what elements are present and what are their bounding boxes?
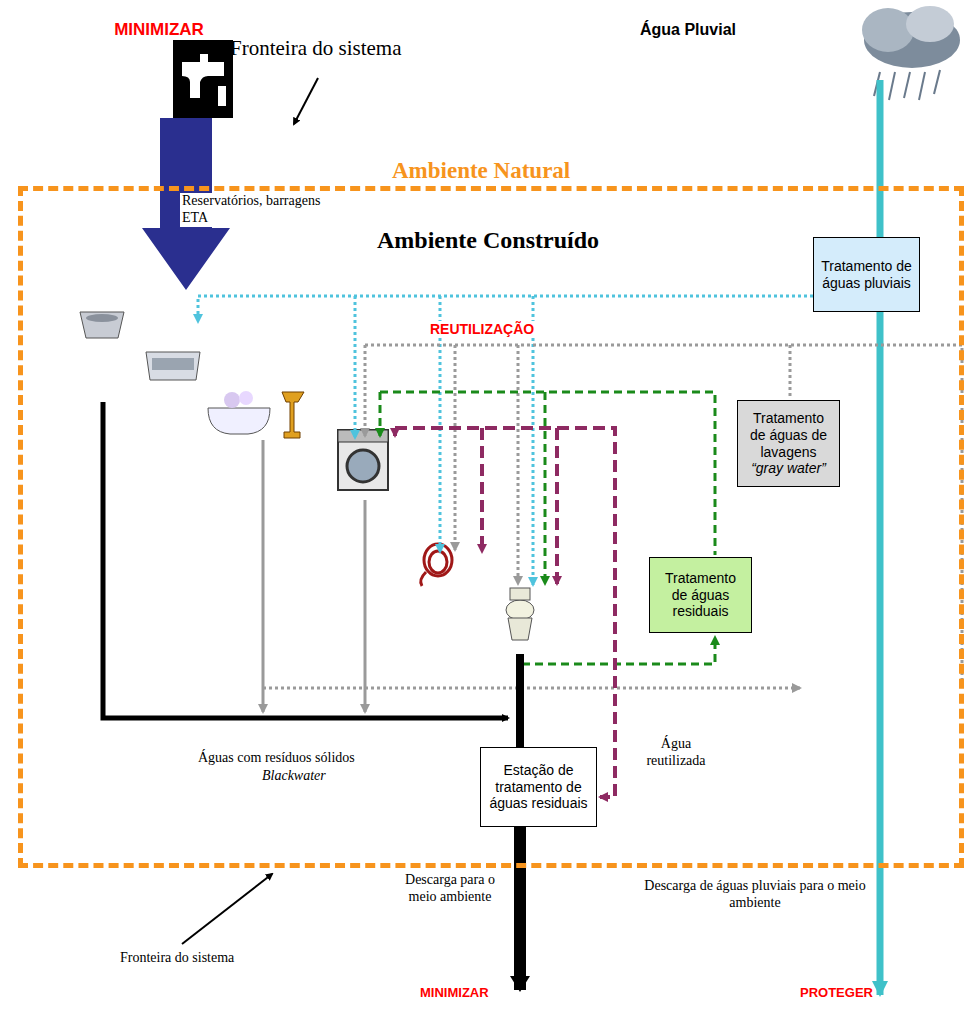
greywater-line xyxy=(263,345,962,688)
node-text: “gray water” xyxy=(751,460,826,477)
bathtub-icon xyxy=(208,391,304,438)
toilet-icon xyxy=(506,588,534,640)
rainwater-treatment-box: Tratamento de águas pluviais xyxy=(813,237,920,312)
greywater-treatment-box: Tratamento de águas de lavagens“gray wat… xyxy=(737,400,840,487)
sink-icon xyxy=(80,312,124,338)
imperative-label: MINIMIZAR xyxy=(104,20,214,40)
blackwater-line xyxy=(103,402,520,990)
flow-label: Águas com resíduos sólidos xyxy=(198,750,398,767)
region-label: Ambiente Natural xyxy=(390,157,572,185)
flow-label: Água reutilizada xyxy=(638,736,714,770)
node-text: Ambiente Construído xyxy=(377,227,599,254)
treatment-plant-box: Estação de tratamento de águas residuais xyxy=(480,747,597,827)
node-text: Tratamento de águas residuais xyxy=(656,570,745,620)
system-boundary: Ambiente ConstruídoTratamento de águas p… xyxy=(18,186,964,868)
section-label: REUTILIZAÇÃO xyxy=(428,321,536,338)
infrastructure-label: Reservatórios, barragens ETA xyxy=(180,193,334,227)
faucet-icon xyxy=(173,40,233,118)
flow-label: Blackwater xyxy=(262,768,352,785)
node-text: Estação de tratamento de águas residuais xyxy=(487,762,590,812)
sink-icon xyxy=(146,352,200,380)
rain-label: Água Pluvial xyxy=(640,20,780,39)
node-text: Tratamento de águas pluviais xyxy=(820,258,913,292)
leader-line xyxy=(294,78,318,124)
boundary-label: Fronteira do sistema xyxy=(120,950,280,967)
discharge-label: Descarga de águas pluviais para o meio a… xyxy=(640,878,870,912)
boundary-label: Fronteira do sistema xyxy=(230,36,440,61)
reused-water-line xyxy=(395,428,615,797)
hose-icon xyxy=(421,544,452,586)
rain-flow xyxy=(877,80,884,995)
discharge-label: Descarga para o meio ambiente xyxy=(400,872,500,906)
wastewater-treatment-box: Tratamento de águas residuais xyxy=(649,557,752,633)
leader-line xyxy=(182,874,272,944)
imperative-label: MINIMIZAR xyxy=(420,985,520,1001)
node-text: Tratamento de águas de lavagens xyxy=(744,410,833,460)
rainwater-reuse-line xyxy=(198,296,813,585)
imperative-label: PROTEGER xyxy=(800,985,900,1001)
washing-machine-icon xyxy=(338,430,388,490)
